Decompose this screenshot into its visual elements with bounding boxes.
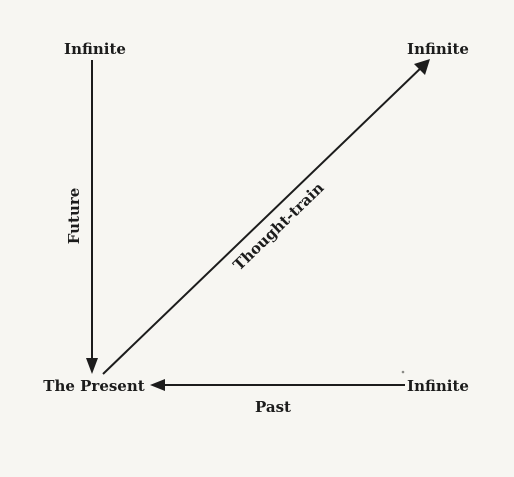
thought-train-arrow	[102, 59, 430, 375]
infinite-top-right-label: Infinite	[407, 40, 469, 58]
infinite-bottom-right-label: Infinite	[407, 377, 469, 395]
thought-train-arrow-line	[102, 63, 426, 375]
present-label: The Present	[43, 377, 144, 395]
past-arrow	[150, 379, 405, 391]
paper-speck	[401, 370, 405, 374]
future-label: Future	[65, 188, 83, 245]
future-arrow	[86, 60, 98, 374]
past-label: Past	[255, 398, 291, 416]
future-arrowhead	[86, 358, 98, 374]
thought-train-arrowhead	[414, 59, 430, 75]
past-arrowhead	[150, 379, 165, 391]
thought-train-label: Thought-train	[230, 179, 328, 274]
infinite-top-left-label: Infinite	[64, 40, 126, 58]
